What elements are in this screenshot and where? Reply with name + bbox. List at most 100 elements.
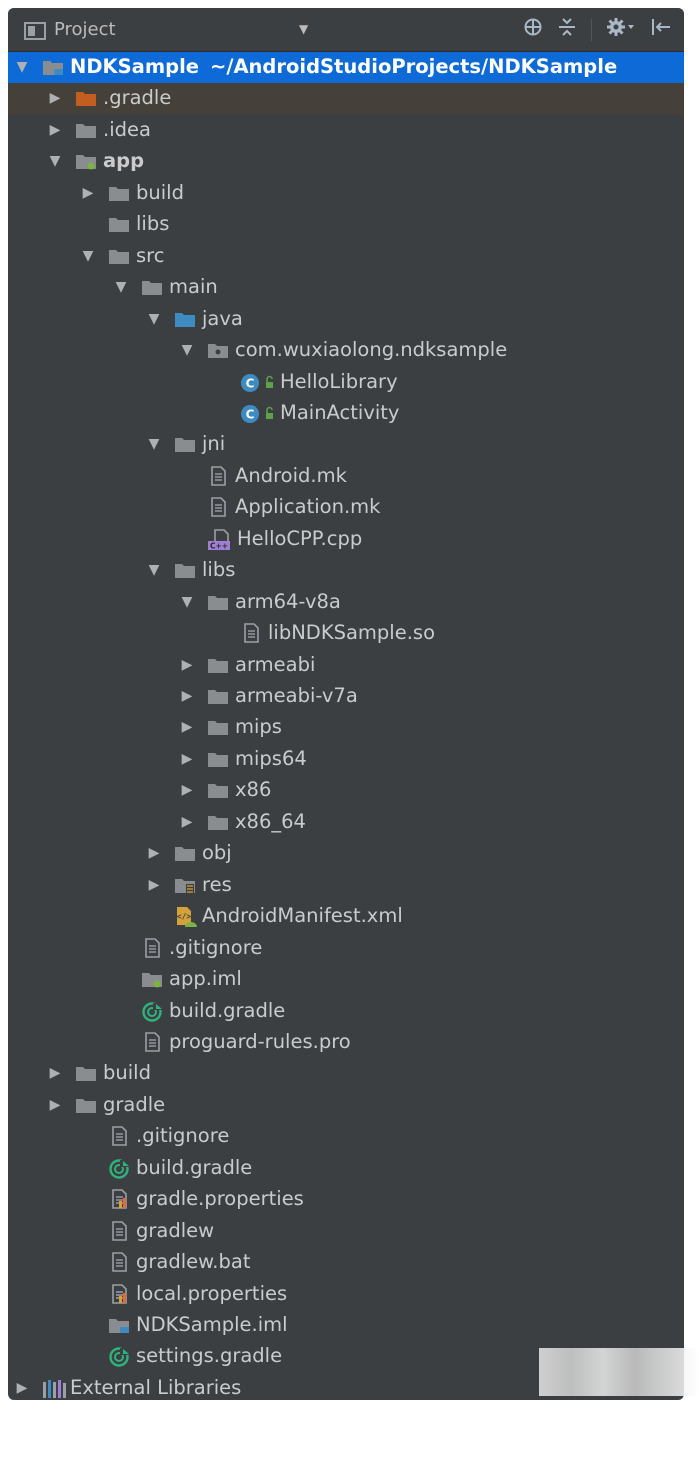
tree-node-label: com.wuxiaolong.ndksample [235,338,508,362]
collapsed-arrow-icon[interactable]: ▶ [181,688,193,704]
collapsed-arrow-icon[interactable]: ▶ [181,782,193,799]
settings-icon[interactable] [606,17,636,44]
tree-node-gradle[interactable]: ▶gradle [8,1090,684,1121]
file-icon [240,623,262,643]
expanded-arrow-icon[interactable]: ▼ [148,562,160,579]
tree-node-label: obj [202,841,232,865]
tree-node-hellocpp-cpp[interactable]: C++HelloCPP.cpp [8,524,684,555]
expanded-arrow-icon[interactable]: ▼ [115,279,127,296]
tree-node-arm64-v8a[interactable]: ▼arm64-v8a [8,587,684,618]
project-view-title[interactable]: Project [54,19,116,40]
expanded-arrow-icon[interactable]: ▼ [181,342,193,359]
locate-icon[interactable] [523,17,543,44]
tree-node-label: java [202,306,243,330]
collapsed-arrow-icon[interactable]: ▶ [49,1096,61,1113]
tree-node-settings-gradle[interactable]: settings.gradle [8,1341,684,1372]
collapse-all-icon[interactable] [557,17,577,44]
tree-node-label: app [103,149,145,173]
collapsed-arrow-icon[interactable]: ▶ [16,1379,28,1396]
tree-node-armeabi-v7a[interactable]: ▶ armeabi-v7a [8,681,684,712]
tree-node-libs[interactable]: libs [8,209,684,240]
watermark-blur [539,1348,699,1396]
tree-node-gradlew[interactable]: gradlew [8,1216,684,1247]
tree-node-x86[interactable]: ▶x86 [8,775,684,806]
tree-node-com-wuxiaolong-ndksample[interactable]: ▼ com.wuxiaolong.ndksample [8,335,684,366]
tree-node-label: proguard-rules.pro [169,1029,351,1053]
tree-node-src[interactable]: ▼src [8,241,684,272]
tree-node-libs[interactable]: ▼libs [8,555,684,586]
tree-node-app[interactable]: ▼ app [8,146,684,177]
tree-node-label: settings.gradle [136,1344,283,1368]
project-panel-header: Project ▼ [8,8,684,52]
tree-node-build-gradle[interactable]: build.gradle [8,1153,684,1184]
tree-node-gitignore[interactable]: .gitignore [8,933,684,964]
collapsed-arrow-icon[interactable]: ▶ [148,845,160,862]
tree-node-libndksample-so[interactable]: libNDKSample.so [8,618,684,649]
tree-node-ndksample[interactable]: ▼NDKSample~/AndroidStudioProjects/NDKSam… [8,52,684,83]
dropdown-caret-icon[interactable]: ▼ [299,22,309,36]
tree-node-proguard-rules-pro[interactable]: proguard-rules.pro [8,1027,684,1058]
tree-node-external-libraries[interactable]: ▶External Libraries [8,1373,684,1400]
collapsed-arrow-icon[interactable]: ▶ [181,656,193,673]
tree-node-application-mk[interactable]: Application.mk [8,492,684,523]
tree-node-main[interactable]: ▼main [8,272,684,303]
collapsed-arrow-icon[interactable]: ▶ [49,1065,61,1082]
tree-node-mips64[interactable]: ▶mips64 [8,744,684,775]
tree-node-label: HelloLibrary [280,369,398,393]
hide-panel-icon[interactable] [650,17,672,44]
expanded-arrow-icon[interactable]: ▼ [181,593,193,610]
tree-node-label: Application.mk [235,495,381,519]
res-folder-icon [174,875,196,895]
tree-node-mips[interactable]: ▶ mips [8,712,684,743]
tree-node-android-mk[interactable]: Android.mk [8,461,684,492]
tree-node-label: app.iml [169,967,242,991]
expanded-arrow-icon[interactable]: ▼ [148,310,160,327]
tree-node-idea[interactable]: ▶.idea [8,115,684,146]
collapsed-arrow-icon[interactable]: ▶ [148,876,160,893]
tree-node-androidmanifest-xml[interactable]: </>AndroidManifest.xml [8,901,684,932]
tree-node-build-gradle[interactable]: build.gradle [8,996,684,1027]
project-view-icon[interactable] [24,22,46,44]
collapsed-arrow-icon[interactable]: ▶ [82,184,94,201]
tree-node-label: NDKSample.iml [136,1313,288,1336]
expanded-arrow-icon[interactable]: ▼ [148,436,160,453]
tree-node-app-iml[interactable]: app.iml [8,964,684,995]
iml-app-file-icon [141,969,163,989]
expanded-arrow-icon[interactable]: ▼ [49,153,61,170]
collapsed-arrow-icon[interactable]: ▶ [181,719,193,736]
tree-node-label: armeabi-v7a [235,684,358,707]
tree-node-label: NDKSample [70,55,200,78]
tree-node-x86-64[interactable]: ▶x86_64 [8,807,684,838]
tree-node-build[interactable]: ▶build [8,1058,684,1089]
folder-icon [75,1095,97,1115]
tree-node-java[interactable]: ▼ java [8,304,684,335]
collapsed-arrow-icon[interactable]: ▶ [49,90,61,107]
expanded-arrow-icon[interactable]: ▼ [16,59,28,75]
tree-node-gitignore[interactable]: .gitignore [8,1121,684,1152]
expanded-arrow-icon[interactable]: ▼ [82,247,94,264]
folder-icon [108,246,130,266]
file-icon [108,1126,130,1147]
tree-node-label: .gradle [103,86,172,110]
tree-node-local-properties[interactable]: local.properties [8,1279,684,1310]
tree-node-label: mips [235,715,282,739]
tree-node-ndksample-iml[interactable]: NDKSample.iml [8,1310,684,1341]
collapsed-arrow-icon[interactable]: ▶ [181,813,193,830]
tree-node-gradlew-bat[interactable]: gradlew.bat [8,1247,684,1278]
file-icon [108,1220,130,1241]
tree-node-build[interactable]: ▶build [8,178,684,209]
gradle-file-icon [141,1001,163,1022]
collapsed-arrow-icon[interactable]: ▶ [181,750,193,767]
folder-icon [174,843,196,863]
tree-node-armeabi[interactable]: ▶armeabi [8,650,684,681]
tree-node-gradle-properties[interactable]: gradle.properties [8,1184,684,1215]
class-icon: C [240,403,273,423]
tree-node-gradle[interactable]: ▶ .gradle [8,83,684,115]
tree-node-obj[interactable]: ▶ obj [8,838,684,869]
folder-icon [207,812,229,832]
tree-node-jni[interactable]: ▼jni [8,429,684,460]
tree-node-res[interactable]: ▶res [8,870,684,901]
collapsed-arrow-icon[interactable]: ▶ [49,121,61,138]
